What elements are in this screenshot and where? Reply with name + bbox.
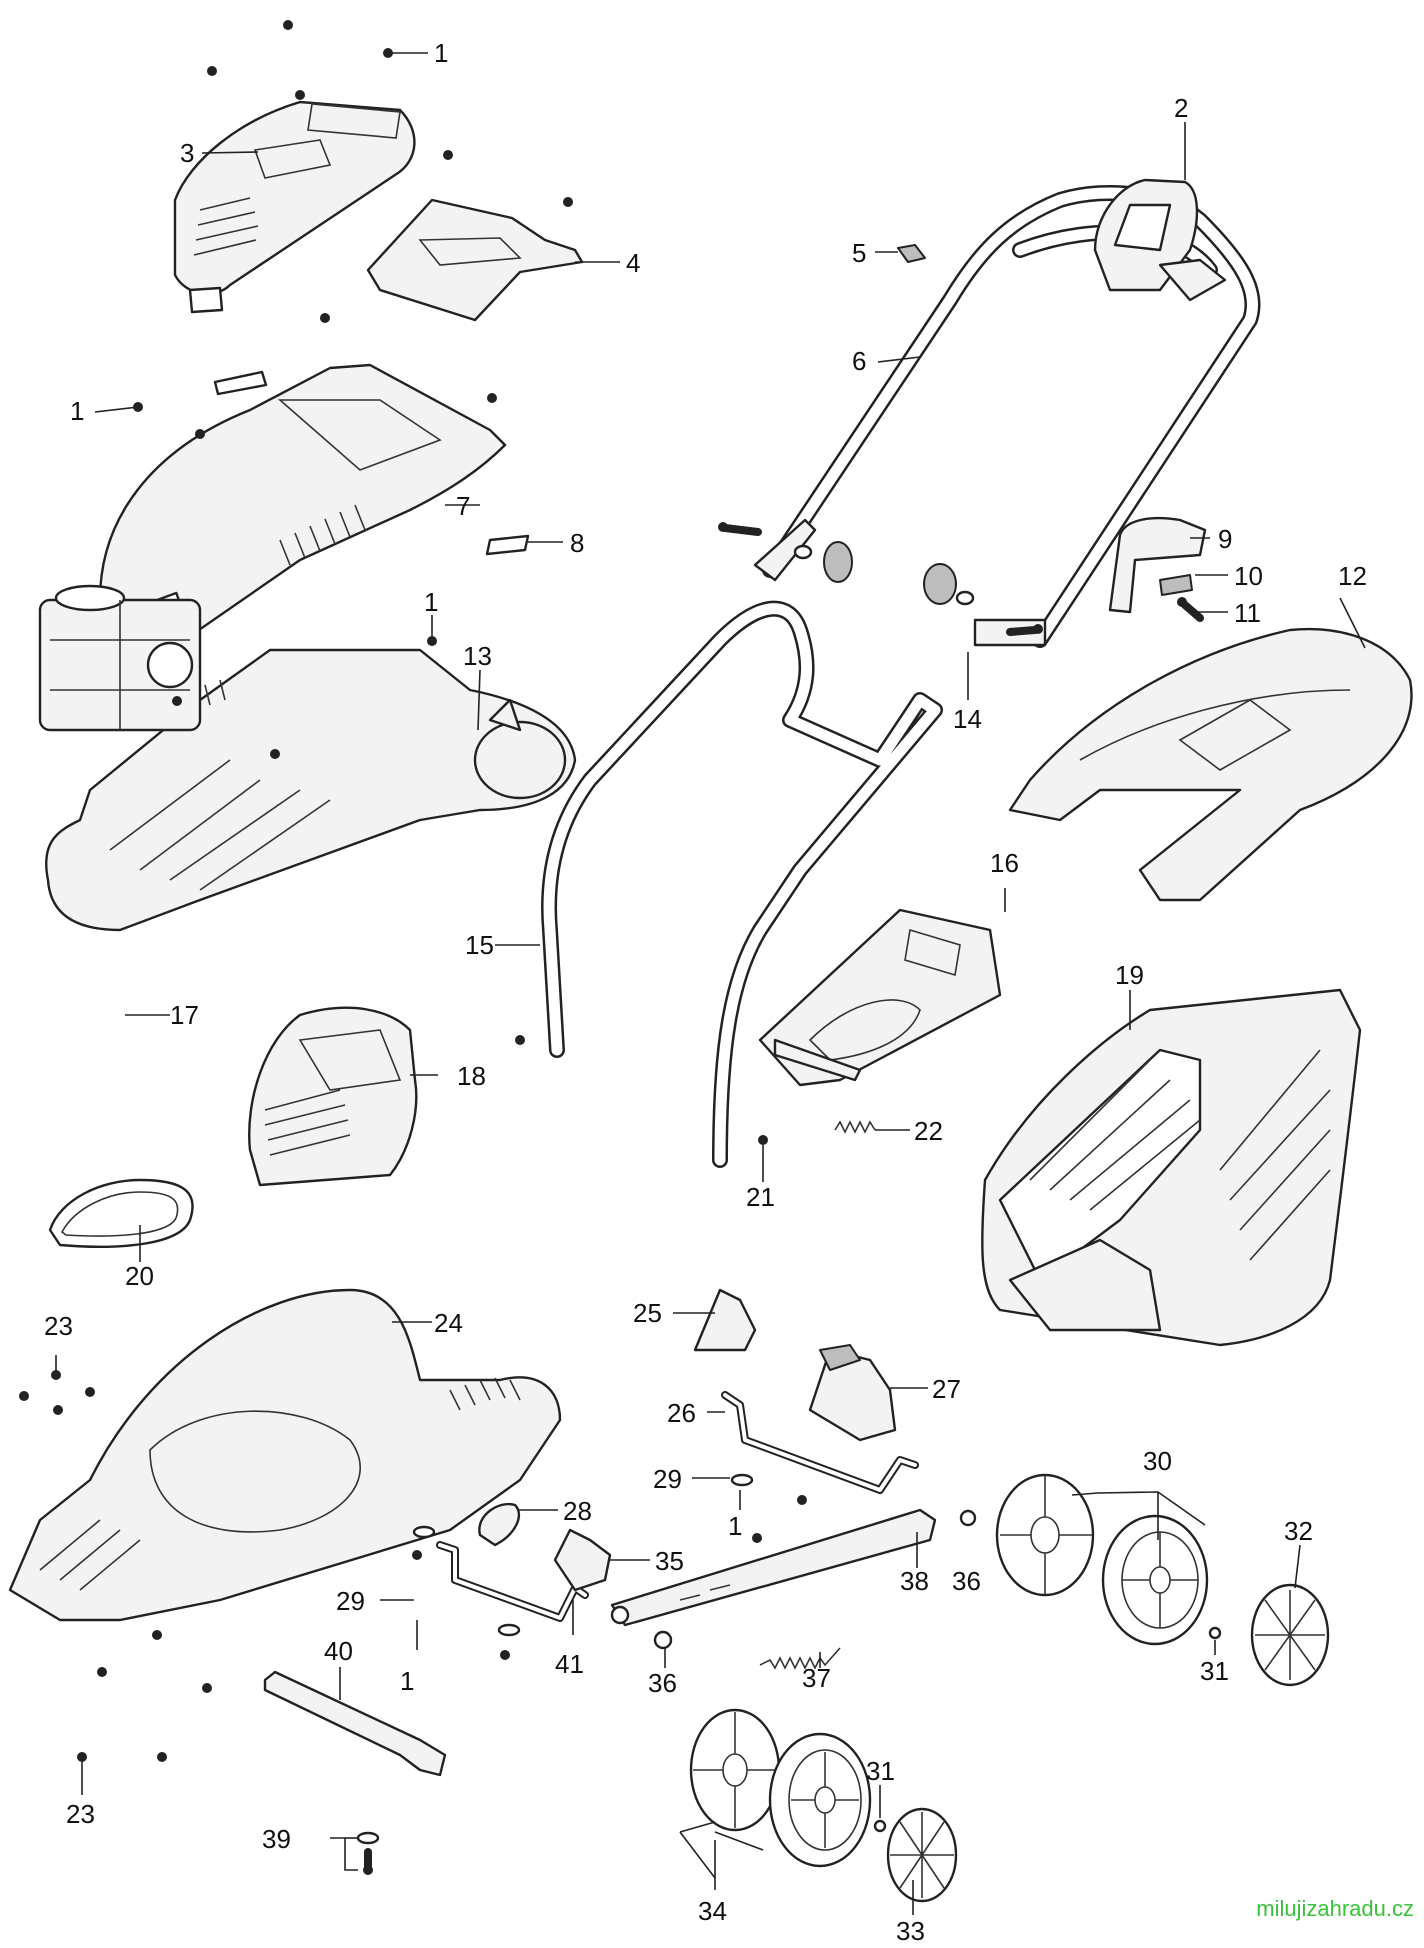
callout-31a: 31 — [1200, 1656, 1229, 1686]
callout-18: 18 — [457, 1061, 486, 1091]
part-5-clip — [897, 244, 926, 263]
callout-5: 5 — [852, 238, 866, 268]
part-34-front-wheels — [689, 1708, 872, 1868]
callout-15: 15 — [465, 930, 494, 960]
callout-25: 25 — [633, 1298, 662, 1328]
part-18-motor-cover — [248, 1006, 418, 1187]
part-29-washer-a — [730, 1473, 754, 1487]
part-label-sticker-top — [213, 370, 268, 396]
callout-41: 41 — [555, 1649, 584, 1679]
callout-32: 32 — [1284, 1516, 1313, 1546]
part-31-washer-b — [873, 1819, 887, 1833]
callout-29a: 29 — [653, 1464, 682, 1494]
part-15-lower-handle — [515, 600, 943, 1168]
part-2-switch-box — [1093, 178, 1227, 302]
callouts: 1 2 3 4 5 6 1 7 8 9 10 11 12 1 13 14 15 … — [44, 38, 1367, 1946]
callout-37: 37 — [802, 1663, 831, 1693]
callout-9: 9 — [1218, 524, 1232, 554]
part-27-height-adjuster — [808, 1344, 897, 1442]
callout-36b: 36 — [648, 1668, 677, 1698]
callout-1a: 1 — [434, 38, 448, 68]
callout-7: 7 — [456, 491, 470, 521]
callout-38: 38 — [900, 1566, 929, 1596]
part-20-belt — [48, 1178, 194, 1248]
callout-23a: 23 — [44, 1311, 73, 1341]
part-19-grass-bag — [981, 988, 1362, 1347]
part-36-nut-a — [959, 1509, 977, 1527]
callout-14: 14 — [953, 704, 982, 734]
part-12-bag-lid — [1008, 627, 1413, 902]
part-32-hubcap — [1250, 1583, 1330, 1687]
callout-16: 16 — [990, 848, 1019, 878]
callout-3: 3 — [180, 138, 194, 168]
part-8-label-sticker — [485, 534, 530, 556]
part-39-blade-bolt — [356, 1831, 380, 1875]
callout-1b: 1 — [70, 396, 84, 426]
callout-34: 34 — [698, 1896, 727, 1926]
callout-21: 21 — [746, 1182, 775, 1212]
part-38-lever-bar — [610, 1508, 937, 1627]
callout-40: 40 — [324, 1636, 353, 1666]
callout-30: 30 — [1143, 1446, 1172, 1476]
part-29-washer-b — [412, 1525, 436, 1539]
part-25-bracket — [693, 1288, 757, 1352]
callout-1e: 1 — [400, 1666, 414, 1696]
callout-17: 17 — [170, 1000, 199, 1030]
callout-1d: 1 — [728, 1511, 742, 1541]
watermark-text: milujizahradu.cz — [1256, 1896, 1414, 1921]
callout-29b: 29 — [336, 1586, 365, 1616]
callout-28: 28 — [563, 1496, 592, 1526]
part-41-washer — [497, 1623, 521, 1637]
callout-33: 33 — [896, 1916, 925, 1946]
callout-20: 20 — [125, 1261, 154, 1291]
callout-27: 27 — [932, 1374, 961, 1404]
callout-35: 35 — [655, 1546, 684, 1576]
callout-26: 26 — [667, 1398, 696, 1428]
callout-31b: 31 — [866, 1756, 895, 1786]
part-9-10-11-grip — [1108, 516, 1207, 622]
part-33-hubcap — [886, 1807, 958, 1903]
callout-1c: 1 — [424, 587, 438, 617]
callout-24: 24 — [434, 1308, 463, 1338]
part-40-blade — [263, 1670, 447, 1777]
callout-23b: 23 — [66, 1799, 95, 1829]
part-24-deck — [8, 1288, 562, 1622]
part-handle-bolts-knobs — [718, 522, 1043, 636]
part-30-rear-wheels — [995, 1473, 1209, 1646]
callout-12: 12 — [1338, 561, 1367, 591]
callout-19: 19 — [1115, 960, 1144, 990]
callout-36a: 36 — [952, 1566, 981, 1596]
callout-22: 22 — [914, 1116, 943, 1146]
callout-8: 8 — [570, 528, 584, 558]
callout-11: 11 — [1234, 598, 1261, 628]
part-31-washer-a — [1208, 1626, 1222, 1640]
part-36-nut-b — [653, 1630, 673, 1650]
leader-lines — [55, 52, 1366, 1915]
part-17-motor — [38, 584, 202, 732]
part-37-spring — [759, 1647, 841, 1670]
part-22-spring — [834, 1120, 876, 1134]
callout-4: 4 — [626, 248, 640, 278]
part-4-bracket — [366, 198, 584, 322]
callout-6: 6 — [852, 346, 866, 376]
callout-13: 13 — [463, 641, 492, 671]
part-26-rear-axle — [721, 1391, 919, 1494]
callout-39: 39 — [262, 1824, 291, 1854]
callout-2: 2 — [1174, 93, 1188, 123]
callout-10: 10 — [1234, 561, 1263, 591]
part-3-top-cover — [173, 100, 416, 314]
part-16-flap — [758, 908, 1002, 1087]
part-28-pad — [478, 1502, 521, 1547]
part-35-lever — [553, 1528, 612, 1592]
